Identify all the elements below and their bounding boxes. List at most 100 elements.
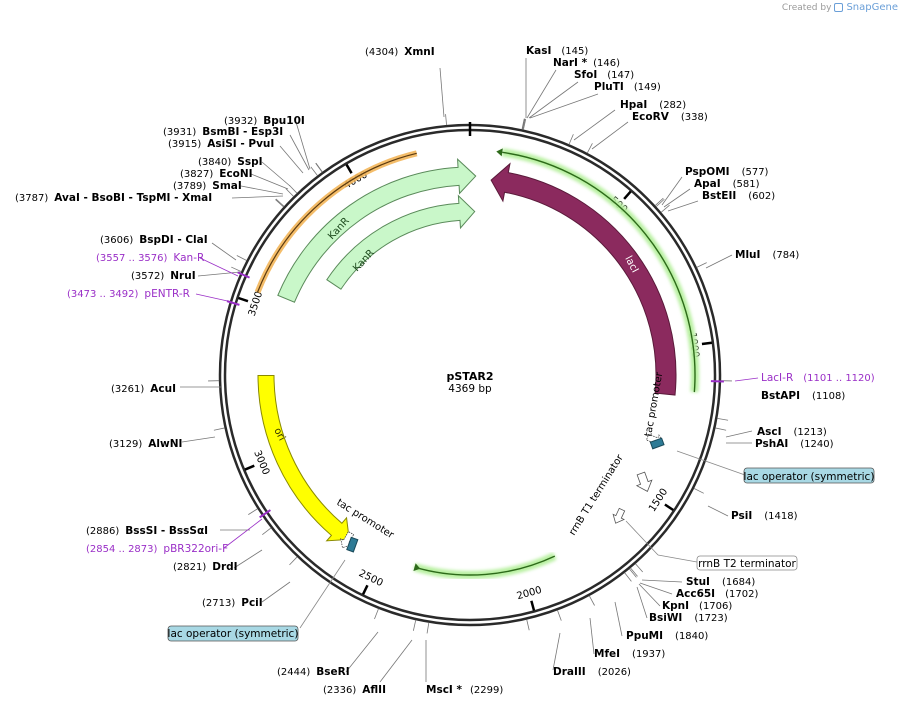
site-stub (624, 572, 632, 582)
site-stub (262, 527, 272, 536)
site-leader (250, 173, 289, 190)
site-stub (236, 255, 247, 261)
site-leader (639, 582, 673, 595)
site-pciI: (2713)PciI (202, 597, 263, 609)
primer-mark-3 (259, 509, 271, 519)
site-leader (181, 436, 216, 443)
green-bottom-arrowhead (413, 563, 421, 571)
primer-leader (734, 377, 759, 382)
site-leader (552, 632, 561, 671)
site-leader (261, 161, 291, 187)
site-stub (568, 134, 574, 145)
site-leader (573, 109, 616, 141)
site-stub (248, 508, 258, 515)
rrnB-T1-label: rrnB T1 terminator (567, 452, 626, 537)
site-leader (197, 271, 241, 277)
site-leader (233, 549, 263, 569)
site-bstAPI: BstAPI(1108) (761, 390, 845, 402)
selection-arc-dark (256, 152, 417, 293)
site-aflII: (2336)AflII (323, 684, 386, 696)
site-stub (445, 114, 447, 126)
site-bssSI: (2886)BssSI - BssSαI (86, 525, 208, 537)
site-ecoNI: (3827)EcoNI (180, 168, 253, 180)
site-stub (426, 622, 430, 634)
site-leader (725, 430, 753, 438)
tick-label-1500: 1500 (647, 487, 670, 514)
tick-mark-500 (623, 190, 632, 200)
site-bspDI: (3606)BspDI - ClaI (100, 234, 208, 246)
primer-leader (199, 257, 239, 277)
site-leader (289, 134, 310, 171)
primer-kan-R: (3557 .. 3576)Kan-R (96, 252, 204, 264)
site-ascI: AscI(1213) (757, 426, 827, 438)
tick-label-2500: 2500 (357, 568, 385, 589)
plasmid-name: pSTAR2 (446, 370, 493, 383)
site-leader (526, 69, 557, 119)
label-lac-operator-right: lac operator (symmetric) (744, 471, 875, 483)
leader-rrnB-T2-horizontal (657, 554, 698, 563)
kanR-inner-feature (326, 194, 476, 290)
site-pshAI: PshAI(1240) (755, 438, 834, 450)
site-sfoI: SfoI(147) (574, 69, 634, 81)
site-stub (630, 567, 638, 577)
site-hpaI: HpaI(282) (620, 99, 686, 111)
tick-mark-2000 (530, 600, 536, 611)
site-stuI: StuI(1684) (686, 576, 755, 588)
site-leader (279, 145, 304, 174)
site-stub (717, 417, 729, 421)
restriction-site-labels: (4304)XmnI KasI(145) NarI *(146) SfoI(14… (15, 45, 845, 696)
site-leader (528, 81, 579, 119)
tac-promoter-right-label: tac promoter (643, 371, 665, 438)
kanR-outer-feature (277, 158, 477, 303)
primer-lacI-R: LacI-R(1101 .. 1120) (761, 372, 875, 384)
site-stub (213, 427, 225, 431)
site-leader (231, 195, 284, 199)
lac-operator-left (346, 536, 359, 553)
site-stub (635, 563, 644, 573)
site-pluTI: PluTI(149) (594, 81, 661, 93)
boxed-label-rrnB-T2: rrnB T2 terminator (625, 520, 798, 571)
site-leader (261, 581, 291, 603)
leader-rrnB-T2 (625, 520, 659, 556)
primer-marks (195, 257, 759, 549)
site-stub (629, 568, 637, 578)
site-stub (275, 199, 284, 208)
ori-feature (257, 374, 350, 542)
ori-label: ori (271, 426, 287, 443)
tick-label-3500: 3500 (247, 290, 265, 318)
site-stub (522, 118, 527, 130)
primer-leader (223, 518, 263, 549)
site-bstEII: BstEII(602) (702, 190, 775, 202)
site-bpu10I: (3932)Bpu10I (224, 115, 305, 127)
site-stub (557, 610, 562, 621)
site-stub (522, 118, 526, 130)
site-leader-lines (180, 58, 753, 683)
label-lac-operator-left: lac operator (symmetric) (168, 628, 299, 640)
box-lac-operator-left (167, 625, 299, 642)
site-leader (638, 583, 661, 607)
site-ecoRV: EcoRV(338) (632, 111, 708, 123)
site-stub (654, 197, 664, 206)
primer-pENTR-R: (3473 .. 3492)pENTR-R (67, 288, 190, 300)
site-narI: NarI *(146) (553, 57, 620, 69)
site-leader (663, 188, 691, 208)
site-apaI: ApaI(581) (694, 178, 760, 190)
site-draIII: DraIII(2026) (553, 666, 631, 678)
site-stub (412, 619, 417, 631)
leader-lac-operator-right (676, 450, 746, 476)
site-stub (696, 262, 707, 268)
site-bseRI: (2444)BseRI (277, 666, 350, 678)
site-leader (379, 639, 413, 683)
site-leader (240, 185, 284, 195)
site-stub (655, 198, 665, 207)
site-mfeI: MfeI(1937) (594, 648, 665, 660)
site-bsiWI: BsiWI(1723) (649, 612, 728, 624)
tick-mark-3000 (244, 464, 255, 471)
rrnB-T2-terminator-arrow (612, 507, 626, 524)
site-leader (295, 121, 311, 170)
primer-labels: LacI-R(1101 .. 1120) (3557 .. 3576)Kan-R… (67, 252, 875, 555)
tick-label-2000: 2000 (516, 585, 543, 602)
tick-mark-1000 (701, 341, 713, 346)
site-leader (529, 93, 599, 119)
